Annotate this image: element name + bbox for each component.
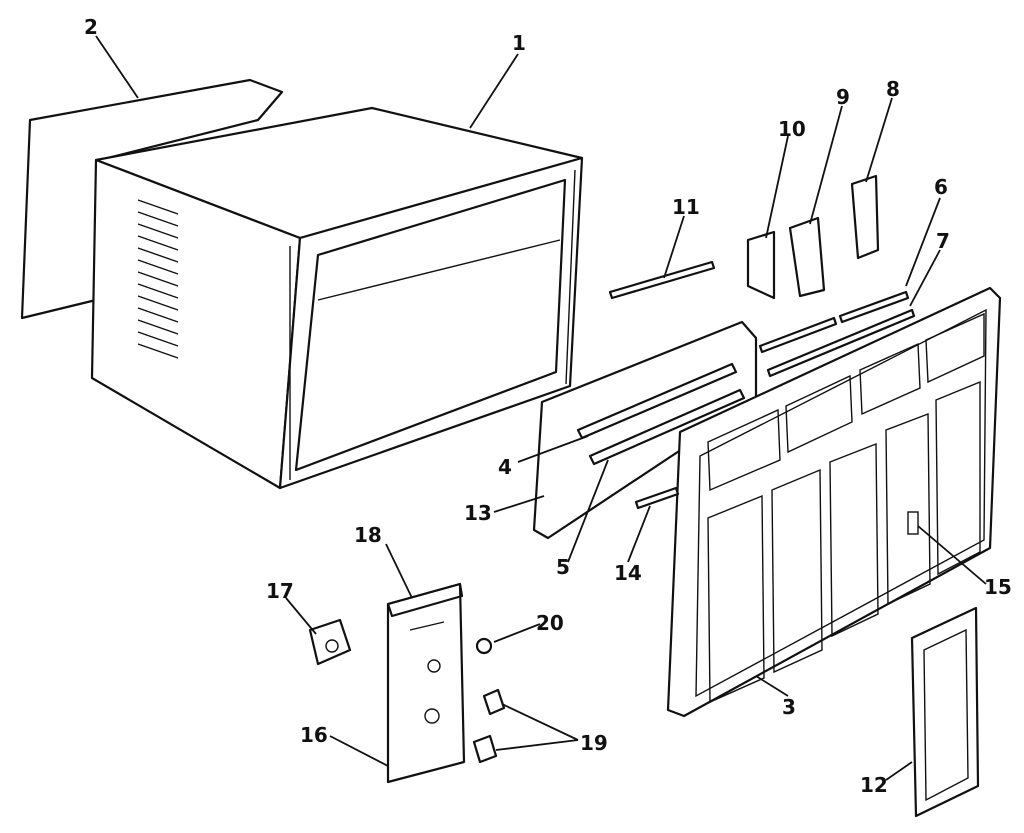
callout-15: 15: [984, 575, 1012, 599]
brackets-part: [746, 174, 880, 300]
callout-13: 13: [464, 501, 492, 525]
callout-6: 6: [934, 175, 948, 199]
switch-part: [308, 618, 352, 666]
knob-part: [475, 637, 493, 655]
small-frame-part: [910, 606, 980, 818]
callout-12: 12: [860, 773, 888, 797]
callout-1: 1: [512, 31, 526, 55]
callout-8: 8: [886, 77, 900, 101]
callout-5: 5: [556, 555, 570, 579]
insulation-panel-part: [532, 320, 758, 540]
callout-17: 17: [266, 579, 294, 603]
callout-3: 3: [782, 695, 796, 719]
cabinet-part: [90, 106, 584, 490]
control-knobs-part: [472, 688, 506, 764]
callout-9: 9: [836, 85, 850, 109]
callout-16: 16: [300, 723, 328, 747]
callout-20: 20: [536, 611, 564, 635]
mesh-filter-part: [20, 78, 284, 320]
front-grille-part: [666, 286, 1002, 718]
callout-19: 19: [580, 731, 608, 755]
callout-4: 4: [498, 455, 512, 479]
trim-strips-part: [758, 290, 916, 378]
callout-14: 14: [614, 561, 642, 585]
callout-labels: 2 1 3 4 5 6 7 8 9 10 11 12 13 14 15 16 1…: [84, 15, 1012, 797]
callout-7: 7: [936, 229, 950, 253]
leader-lines: [95, 35, 987, 781]
callout-18: 18: [354, 523, 382, 547]
small-rod-part: [634, 486, 680, 510]
rod-part: [608, 260, 716, 300]
control-panel-part: [386, 582, 466, 784]
callout-10: 10: [778, 117, 806, 141]
callout-11: 11: [672, 195, 700, 219]
callout-2: 2: [84, 15, 98, 39]
